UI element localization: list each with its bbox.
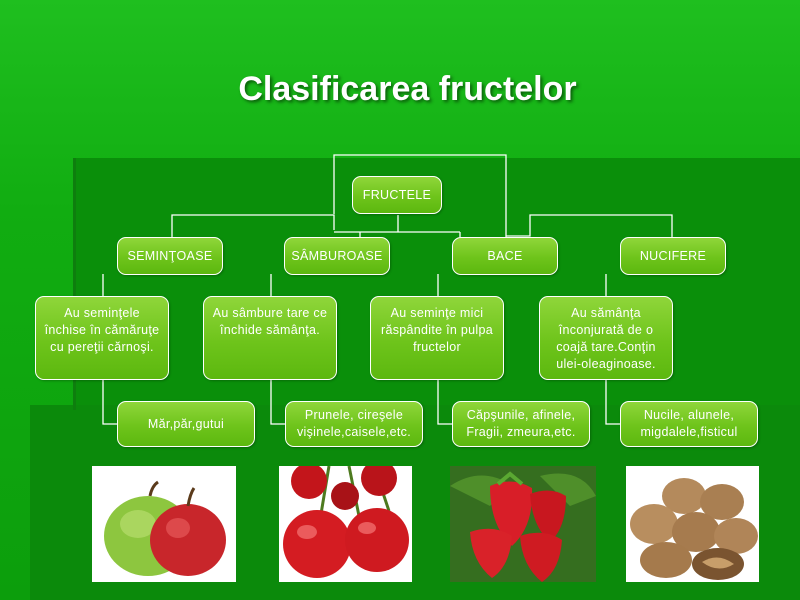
band-edge bbox=[73, 158, 76, 410]
root-node: FRUCTELE bbox=[352, 176, 442, 214]
slide-title: Clasificarea fructelor bbox=[238, 70, 577, 108]
category-nucifere: NUCIFERE bbox=[620, 237, 726, 275]
apples-image bbox=[92, 466, 236, 582]
cherries-image bbox=[279, 466, 412, 582]
examples-semintoase: Măr,păr,gutui bbox=[117, 401, 255, 447]
walnuts-image bbox=[626, 466, 759, 582]
description-semintoase: Au seminţele închise în cămăruţe cu pere… bbox=[35, 296, 169, 380]
description-nucifere: Au sămânţa înconjurată de o coajă tare.C… bbox=[539, 296, 673, 380]
category-bace: BACE bbox=[452, 237, 558, 275]
examples-samburoase: Prunele, cireşele vişinele,caisele,etc. bbox=[285, 401, 423, 447]
description-bace: Au seminţe mici răspândite în pulpa fruc… bbox=[370, 296, 504, 380]
examples-bace: Căpşunile, afinele, Fragii, zmeura,etc. bbox=[452, 401, 590, 447]
strawberries-image bbox=[450, 466, 596, 582]
examples-nucifere: Nucile, alunele, migdalele,fisticul bbox=[620, 401, 758, 447]
category-samburoase: SÂMBUROASE bbox=[284, 237, 390, 275]
description-samburoase: Au sâmbure tare ce închide sămânţa. bbox=[203, 296, 337, 380]
category-semintoase: SEMINŢOASE bbox=[117, 237, 223, 275]
